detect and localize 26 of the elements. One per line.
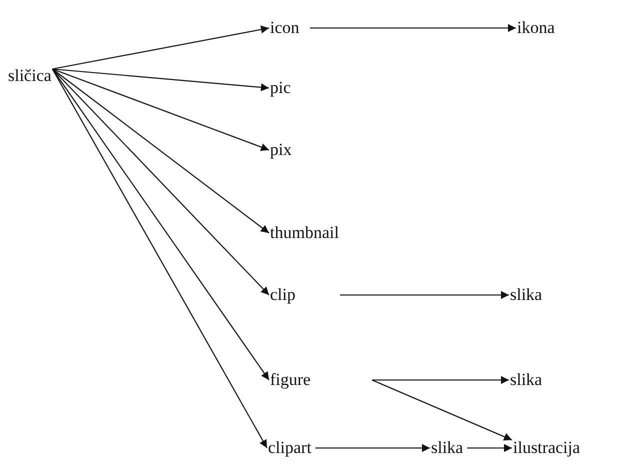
arrow [310, 24, 516, 32]
term-label: slika [510, 370, 542, 390]
arrow [52, 26, 270, 70]
arrow [372, 376, 509, 384]
arrow [340, 291, 509, 299]
term-label: icon [270, 18, 300, 38]
arrow [52, 68, 270, 380]
arrow [52, 68, 268, 448]
term-label: ikona [517, 18, 555, 38]
term-label: ilustracija [513, 438, 580, 458]
arrow [467, 444, 512, 452]
term-label: clipart [268, 438, 312, 458]
term-label: pix [270, 140, 292, 160]
arrow [315, 444, 430, 452]
arrow [52, 68, 270, 234]
term-label: slika [510, 285, 542, 305]
arrow [52, 68, 270, 296]
arrow [52, 68, 270, 151]
term-label: clip [270, 285, 296, 305]
term-label: pic [270, 78, 291, 98]
arrow [52, 68, 270, 92]
term-label: slika [431, 438, 464, 458]
term-label: sličica [8, 66, 52, 86]
term-label: thumbnail [270, 223, 339, 243]
term-label: figure [270, 370, 311, 390]
arrow [372, 380, 512, 441]
